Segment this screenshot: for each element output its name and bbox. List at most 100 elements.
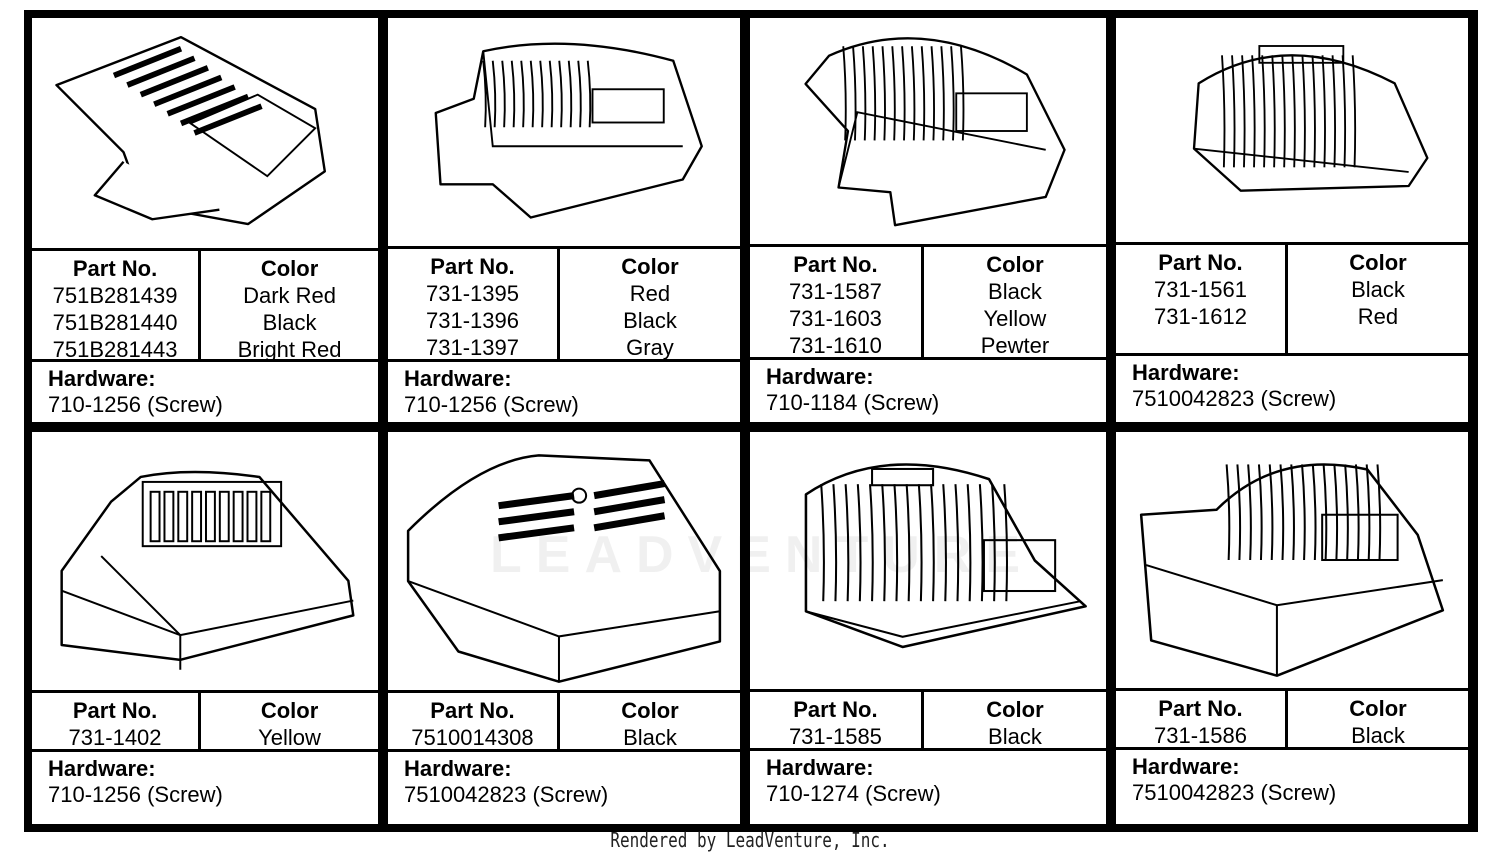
parts-table: Part No. 731-1585 Color Black [750,689,1106,751]
hardware-header: Hardware: [404,756,512,781]
part-color: Black [1351,723,1405,748]
part-cell-5: Part No. 731-1402 Color Yellow Hardware:… [32,432,378,824]
part-number: 731-1397 [425,335,519,360]
part-no-column: Part No. 731-1402 [32,693,202,750]
color-header: Color [260,256,319,281]
part-color: Black [623,308,677,333]
part-no-column: Part No. 731-1586 [1116,691,1288,748]
part-number: 731-1612 [1153,304,1247,329]
color-column: Color Yellow [201,693,378,750]
part-cell-7: Part No. 731-1585 Color Black Hardware: … [750,432,1106,824]
part-no-header: Part No. [72,698,158,723]
part-no-header: Part No. [793,252,878,277]
part-cell-6: Part No. 7510014308 Color Black Hardware… [388,432,740,824]
parts-table: Part No. 731-1586 Color Black [1116,688,1468,750]
hardware-header: Hardware: [1132,360,1240,385]
engine-shroud-compact-ribbed-icon [1116,18,1468,242]
hardware-value: 710-1256 (Screw) [404,392,579,417]
hardware-value: 7510042823 (Screw) [1132,780,1337,805]
part-color: Gray [626,335,674,360]
part-number: 731-1610 [788,333,882,358]
hardware-section: Hardware: 710-1256 (Screw) [32,756,378,808]
engine-shroud-grille-top-icon [60,470,355,670]
color-column: Color Black [560,693,740,750]
part-no-header: Part No. [1158,696,1243,721]
hardware-value: 7510042823 (Screw) [404,782,609,807]
part-number: 731-1586 [1153,723,1247,748]
part-no-column: Part No. 7510014308 [388,693,560,750]
engine-shroud-rounded-ribbed-icon [750,18,1106,244]
hardware-header: Hardware: [766,364,874,389]
footer-credit: Rendered by LeadVenture, Inc. [610,828,890,852]
hardware-section: Hardware: 710-1274 (Screw) [750,755,1106,807]
part-number: 731-1561 [1153,277,1247,302]
part-color: Black [988,724,1042,749]
hardware-value: 7510042823 (Screw) [1132,386,1337,411]
part-number: 7510014308 [411,725,534,750]
hardware-header: Hardware: [48,756,156,781]
part-number: 731-1396 [425,308,519,333]
hardware-value: 710-1184 (Screw) [766,390,940,415]
color-header: Color [621,698,679,723]
engine-shroud-smooth-vents-icon [406,454,722,683]
hardware-section: Hardware: 7510042823 (Screw) [388,756,740,808]
parts-table: Part No. 731-1402 Color Yellow [32,690,378,752]
hardware-value: 710-1256 (Screw) [48,782,223,807]
color-header: Color [1349,696,1407,721]
part-number: 731-1587 [788,279,882,304]
hardware-section: Hardware: 710-1256 (Screw) [32,366,378,418]
color-header: Color [986,252,1044,277]
part-number: 731-1402 [68,725,162,750]
hardware-section: Hardware: 7510042823 (Screw) [1116,754,1468,806]
engine-shroud-ribbed-dome-icon [434,42,703,219]
color-column: Color Black [1288,691,1468,748]
part-color: Black [988,279,1042,304]
hardware-section: Hardware: 710-1256 (Screw) [388,366,740,418]
engine-shroud-ribbed-flat-icon [750,432,1106,689]
hardware-header: Hardware: [1132,754,1240,779]
hardware-value: 710-1256 (Screw) [48,392,223,417]
part-color: Pewter [980,333,1050,358]
engine-shroud-smooth-vents-icon [388,432,740,690]
hardware-header: Hardware: [48,366,156,391]
part-color: Red [1357,304,1399,329]
part-color: Yellow [983,306,1047,331]
engine-shroud-ribbed-flat-icon [804,463,1087,649]
parts-table: Part No. 7510014308 Color Black [388,690,740,752]
part-number: 731-1603 [788,306,882,331]
part-no-header: Part No. [1158,250,1243,275]
hardware-section: Hardware: 7510042823 (Screw) [1116,360,1468,412]
color-header: Color [260,698,319,723]
engine-shroud-angled-slats-icon [55,35,326,226]
hardware-value: 710-1274 (Screw) [766,781,941,806]
hardware-header: Hardware: [404,366,512,391]
part-color: Black [1351,277,1405,302]
part-color: Black [623,725,677,750]
engine-shroud-grille-top-icon [32,432,378,690]
part-no-header: Part No. [430,254,515,279]
color-header: Color [1349,250,1407,275]
part-number: 751B281439 [52,283,178,308]
part-color: Black [262,310,317,335]
hardware-header: Hardware: [766,755,874,780]
part-number: 731-1585 [788,724,882,749]
color-header: Color [621,254,679,279]
engine-shroud-angled-slats-icon [32,18,378,248]
part-color: Bright Red [237,337,342,362]
part-cell-8: Part No. 731-1586 Color Black Hardware: … [1116,432,1468,824]
engine-shroud-rounded-ribbed-icon [804,37,1066,227]
